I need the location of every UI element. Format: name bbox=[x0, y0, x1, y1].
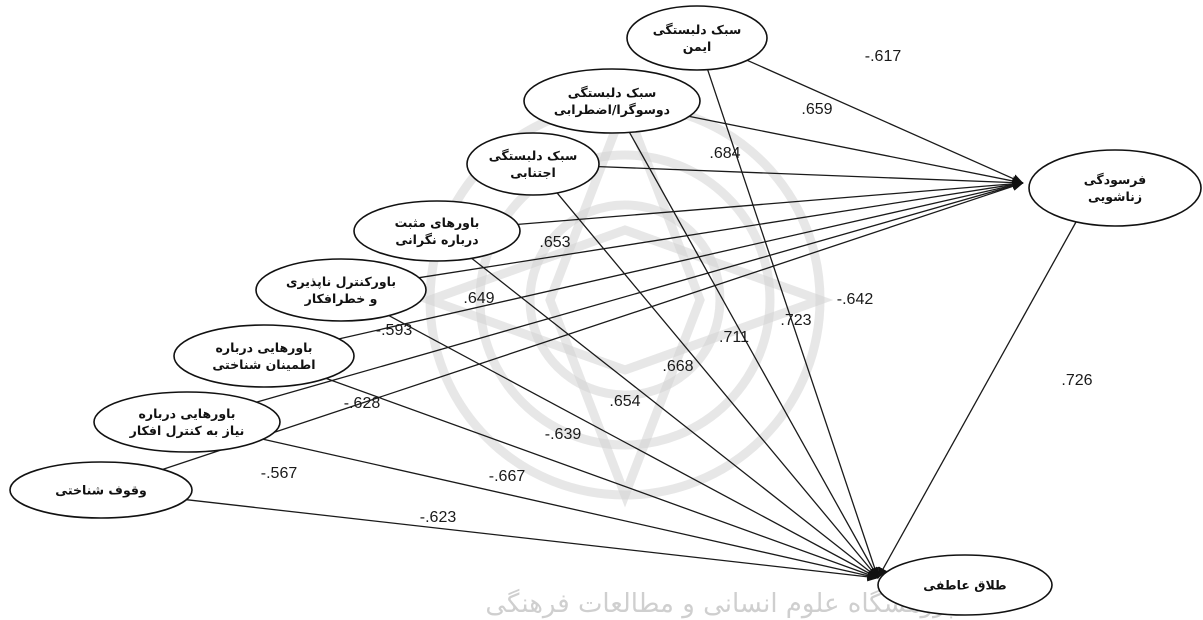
edge-secure-to-divorce bbox=[706, 69, 880, 579]
node-secure: سبک دلبستگی ایمن bbox=[626, 5, 768, 71]
watermark-text: پژوهشگاه علوم انسانی و مطالعات فرهنگی bbox=[485, 588, 954, 619]
node-confidence-label-1: باورهایی درباره bbox=[216, 340, 313, 355]
watermark-emblem bbox=[416, 92, 834, 508]
node-awareness-ellipse bbox=[9, 461, 193, 519]
coefficient-need-to-burnout: -.628 bbox=[344, 395, 381, 412]
edge-confidence-to-burnout bbox=[338, 180, 1024, 340]
coefficient-burnout-to-divorce: .726 bbox=[1061, 372, 1092, 389]
node-avoidant: سبک دلبستگی اجتنابی bbox=[466, 132, 600, 196]
node-ambivalent-ellipse bbox=[523, 68, 701, 134]
edge-ambivalent-to-divorce bbox=[628, 132, 879, 579]
coefficient-ambivalent-to-divorce: .723 bbox=[780, 312, 811, 329]
node-divorce-label-1: طلاق عاطفی bbox=[923, 578, 1006, 593]
node-need-ellipse bbox=[93, 391, 281, 453]
coefficient-secure-to-burnout: -.617 bbox=[865, 48, 902, 65]
coefficient-awareness-to-divorce: -.623 bbox=[420, 509, 457, 526]
node-confidence-label-2: اطمینان شناختی bbox=[212, 357, 315, 372]
coefficient-uncontrol-to-burnout: .649 bbox=[463, 290, 494, 307]
coefficient-positive-to-divorce: .668 bbox=[662, 358, 693, 375]
coefficient-need-to-divorce: -.667 bbox=[489, 468, 526, 485]
node-positive-ellipse bbox=[353, 200, 521, 262]
edge-awareness-to-burnout bbox=[162, 181, 1024, 471]
node-secure-label-1: سبک دلبستگی bbox=[653, 22, 742, 37]
coefficient-confidence-to-divorce: -.639 bbox=[545, 426, 582, 443]
node-burnout-label-2: زناشویی bbox=[1088, 189, 1142, 204]
edge-positive-to-divorce bbox=[471, 257, 879, 579]
node-awareness: وقوف شناختی bbox=[9, 461, 193, 519]
edge-burnout-to-divorce bbox=[877, 221, 1077, 579]
node-ambivalent: سبک دلبستگی دوسوگرا/اضطرابی bbox=[523, 68, 701, 134]
coefficient-uncontrol-to-divorce: .654 bbox=[609, 393, 640, 410]
node-confidence-ellipse bbox=[173, 324, 355, 388]
node-avoidant-label-2: اجتنابی bbox=[510, 165, 556, 180]
edge-awareness-to-divorce bbox=[186, 499, 879, 582]
node-avoidant-ellipse bbox=[466, 132, 600, 196]
edge-confidence-to-divorce bbox=[325, 377, 879, 579]
node-avoidant-label-1: سبک دلبستگی bbox=[489, 148, 578, 163]
node-need-label-2: نیاز به کنترل افکار bbox=[129, 423, 245, 438]
node-ambivalent-label-2: دوسوگرا/اضطرابی bbox=[554, 102, 670, 117]
node-positive-label-2: درباره نگرانی bbox=[395, 232, 478, 247]
node-need: باورهایی درباره نیاز به کنترل افکار bbox=[93, 391, 281, 453]
edge-ambivalent-to-burnout bbox=[689, 115, 1024, 186]
node-secure-ellipse bbox=[626, 5, 768, 71]
nodes-layer: سبک دلبستگی ایمن سبک دلبستگی دوسوگرا/اضطراب… bbox=[9, 5, 1202, 616]
node-burnout-label-1: فرسودگی bbox=[1084, 172, 1146, 187]
node-confidence: باورهایی درباره اطمینان شناختی bbox=[173, 324, 355, 388]
coefficient-confidence-to-burnout: -.593 bbox=[376, 322, 413, 339]
node-positive-label-1: باورهای مثبت bbox=[395, 215, 480, 230]
node-uncontrol: باورکنترل ناپذیری و خطرافکار bbox=[255, 258, 427, 322]
node-uncontrol-label-1: باورکنترل ناپذیری bbox=[286, 274, 396, 289]
node-secure-label-2: ایمن bbox=[683, 39, 712, 54]
coefficient-ambivalent-to-burnout: .659 bbox=[801, 101, 832, 118]
node-burnout: فرسودگی زناشویی bbox=[1028, 149, 1202, 227]
edges-layer bbox=[162, 59, 1077, 582]
edge-uncontrol-to-burnout bbox=[418, 180, 1024, 279]
edge-avoidant-to-burnout bbox=[598, 165, 1024, 188]
coefficient-avoidant-to-divorce: .711 bbox=[719, 329, 749, 346]
coefficient-secure-to-divorce: -.642 bbox=[837, 291, 874, 308]
node-awareness-label-1: وقوف شناختی bbox=[55, 483, 147, 498]
edge-secure-to-burnout bbox=[746, 59, 1024, 184]
node-need-label-1: باورهایی درباره bbox=[139, 406, 236, 421]
coefficient-positive-to-burnout: .653 bbox=[539, 234, 570, 251]
node-uncontrol-label-2: و خطرافکار bbox=[304, 291, 378, 306]
coefficients-layer: -.617 .659 .684 .653 .649 -.593 -.628 -.567 -.64… bbox=[261, 48, 1093, 526]
node-uncontrol-ellipse bbox=[255, 258, 427, 322]
coefficient-avoidant-to-burnout: .684 bbox=[709, 145, 740, 162]
edge-uncontrol-to-divorce bbox=[388, 315, 879, 579]
node-divorce-ellipse bbox=[877, 554, 1053, 616]
edge-need-to-divorce bbox=[263, 438, 879, 581]
edge-positive-to-burnout bbox=[517, 179, 1024, 226]
node-positive: باورهای مثبت درباره نگرانی bbox=[353, 200, 521, 262]
node-burnout-ellipse bbox=[1028, 149, 1202, 227]
node-divorce: طلاق عاطفی bbox=[877, 554, 1053, 616]
edge-avoidant-to-divorce bbox=[556, 192, 879, 579]
node-ambivalent-label-1: سبک دلبستگی bbox=[568, 85, 657, 100]
coefficient-awareness-to-burnout: -.567 bbox=[261, 465, 298, 482]
